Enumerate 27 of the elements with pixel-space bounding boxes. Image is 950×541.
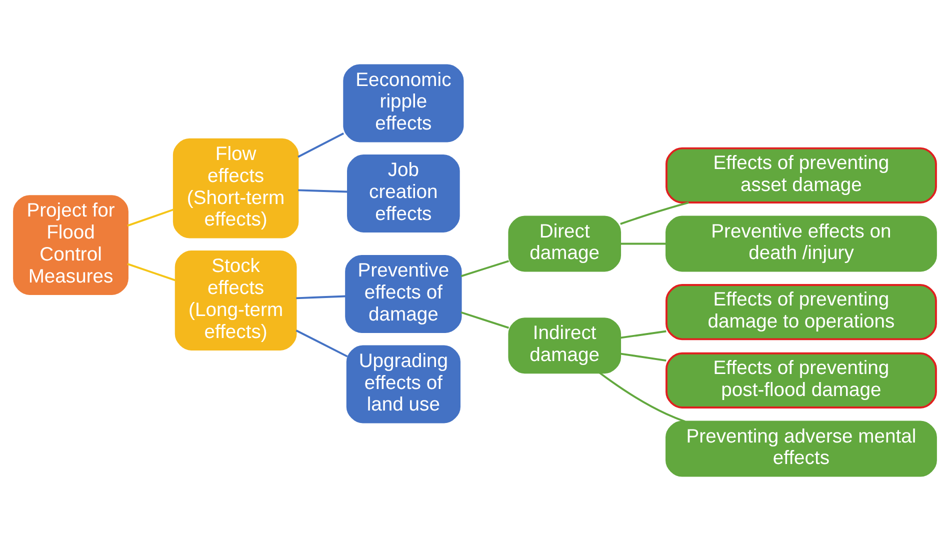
- connector: [127, 208, 174, 227]
- connector: [620, 352, 666, 362]
- connector: [460, 311, 510, 329]
- connector: [296, 330, 348, 358]
- node-box: Upgrading effects of land use: [346, 345, 460, 424]
- connector: [298, 132, 344, 158]
- node-box: Stock effects (Long-term effects): [174, 250, 297, 350]
- node-box: Project for Flood Control Measures: [13, 195, 128, 295]
- node-box: Job creation effects: [347, 154, 460, 232]
- node-box: Eeconomic ripple effects: [343, 64, 464, 142]
- node-box: Effects of preventing post-flood damage: [666, 352, 937, 408]
- node-box: Effects of preventing asset damage: [666, 147, 937, 204]
- node-box: Indirect damage: [508, 318, 622, 374]
- connector: [460, 260, 510, 278]
- node-box: Preventive effects on death /injury: [666, 216, 937, 272]
- node-box: Preventing adverse mental effects: [666, 420, 937, 477]
- node-box: Effects of preventing damage to operations: [666, 284, 937, 340]
- connector: [598, 372, 686, 422]
- node-box: Flow effects (Short-term effects): [172, 138, 299, 238]
- connector: [620, 330, 666, 339]
- node-box: Preventive effects of damage: [345, 255, 462, 334]
- connector: [298, 189, 348, 193]
- connector: [296, 295, 346, 300]
- node-box: Direct damage: [508, 216, 622, 272]
- connector: [620, 242, 666, 245]
- connector: [127, 263, 176, 282]
- connector: [620, 202, 689, 225]
